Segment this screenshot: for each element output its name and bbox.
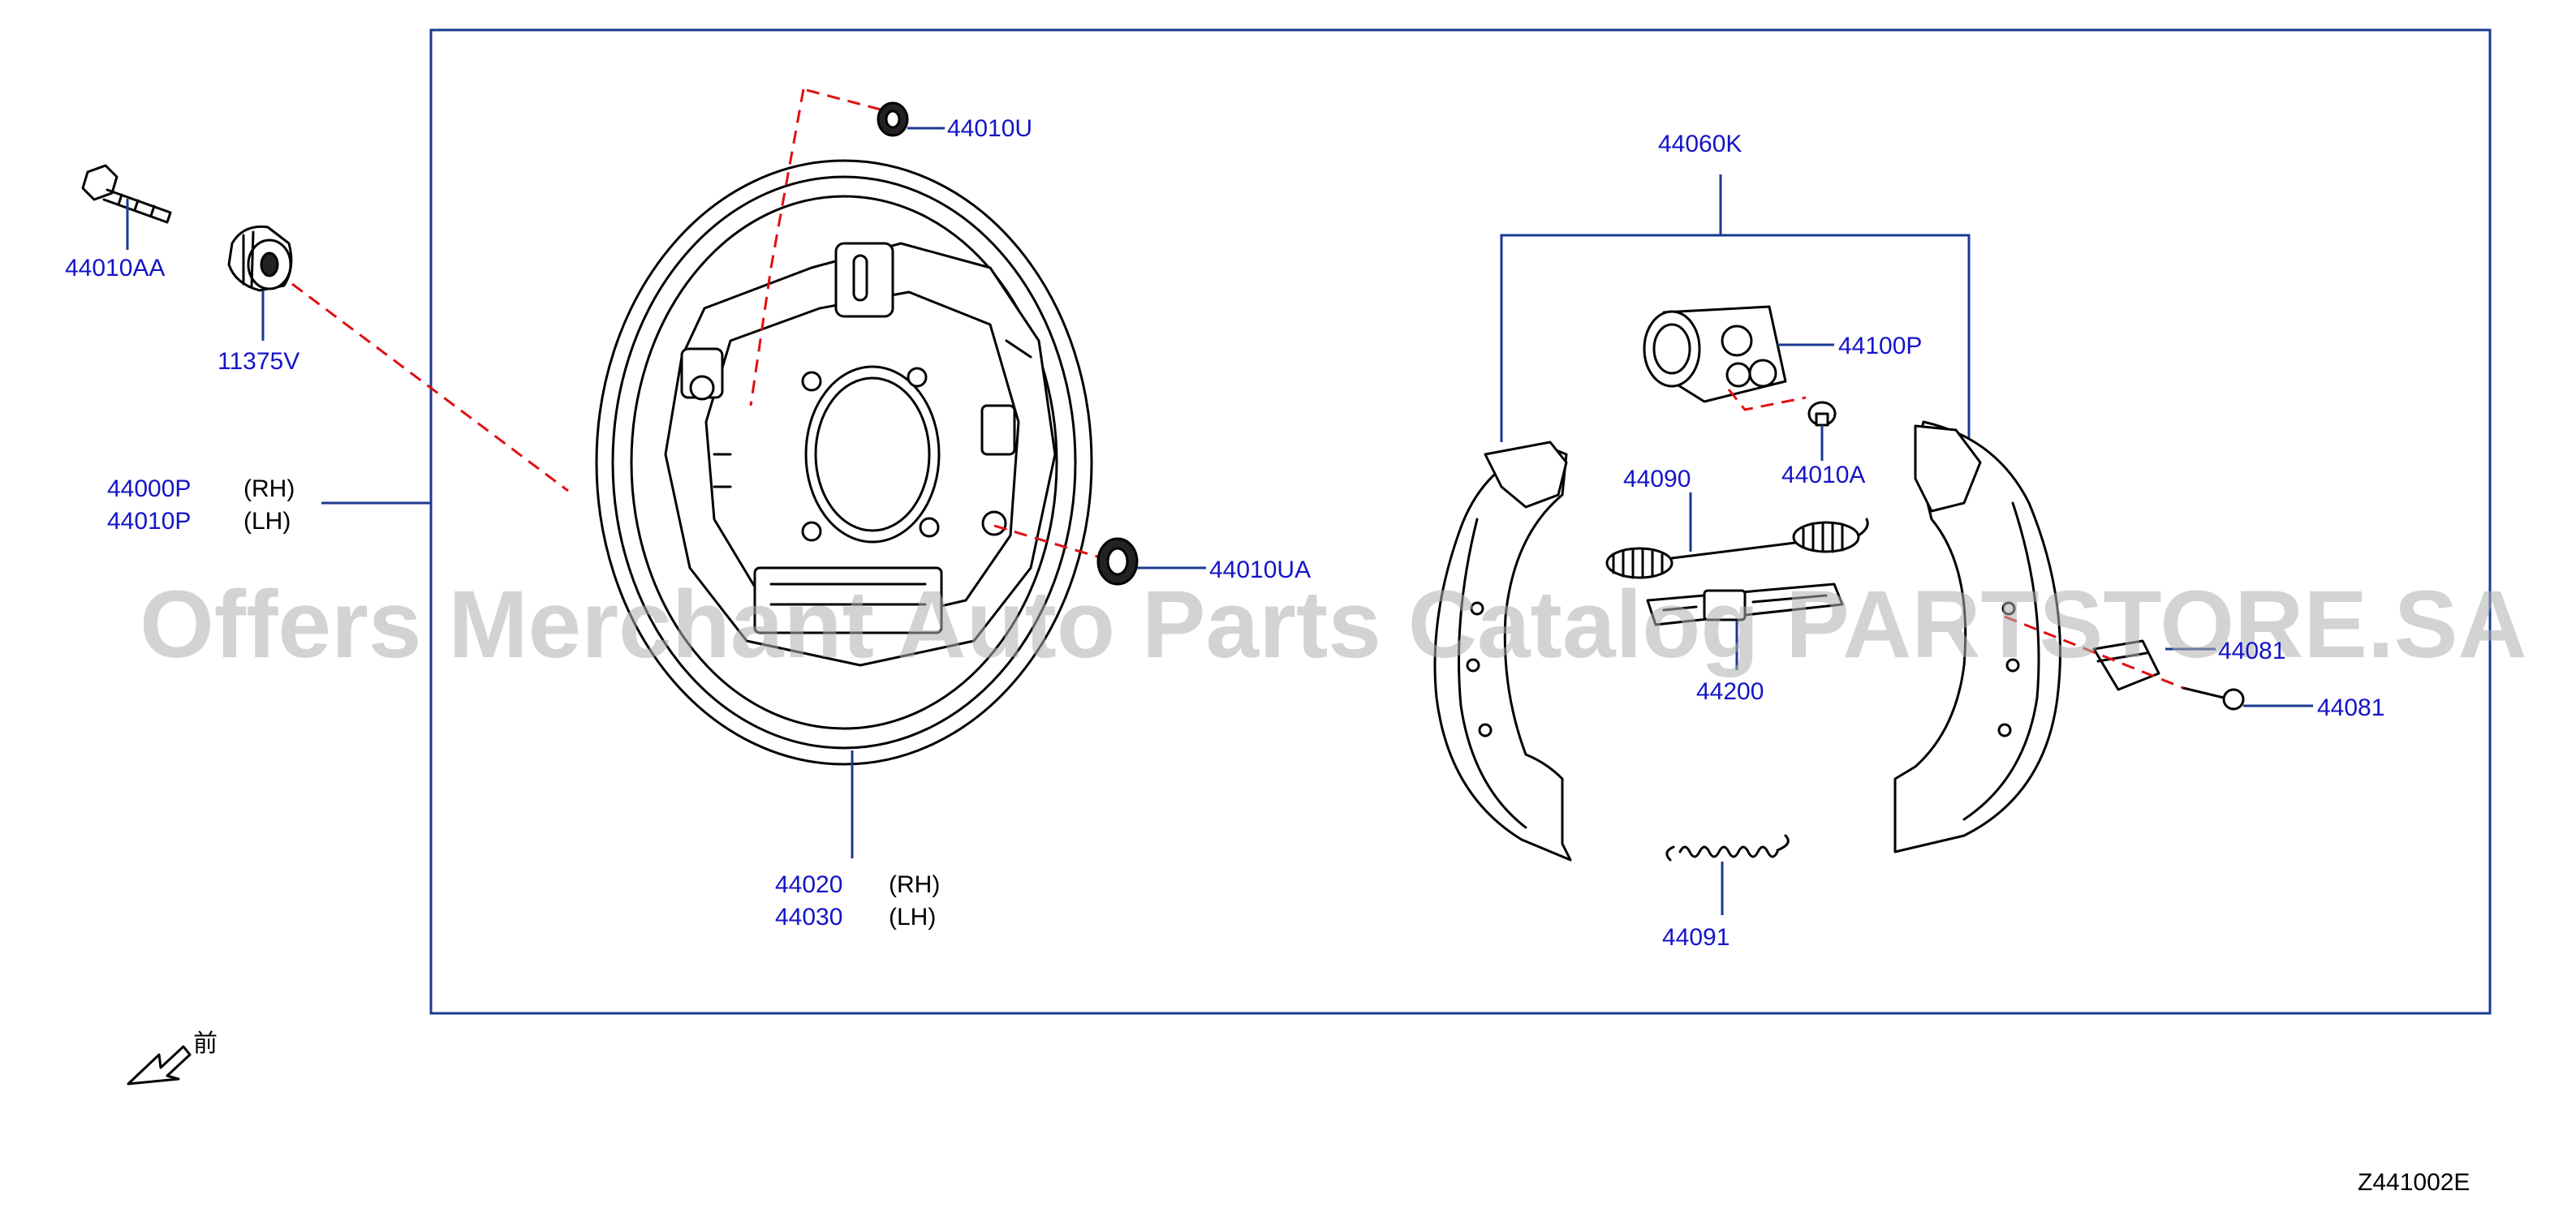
part-number-44030[interactable]: 44030 (775, 904, 842, 931)
adjuster-44200-drawing (1646, 583, 1844, 626)
side-label-44010P: (LH) (243, 508, 291, 535)
assembly-frame (429, 28, 2492, 1015)
part-number-44010AA[interactable]: 44010AA (65, 255, 165, 282)
part-number-44020[interactable]: 44020 (775, 871, 842, 898)
brake-shoe-left-drawing (1433, 441, 1572, 862)
backing-plate-drawing (595, 159, 1093, 766)
side-label-44020: (RH) (889, 871, 940, 898)
bushing-11375V-drawing (227, 225, 293, 292)
watermark: Offers Merchant Auto Parts Catalog PARTS… (140, 571, 2527, 678)
bolt-44010AA-drawing (81, 164, 172, 224)
part-number-44200[interactable]: 44200 (1696, 678, 1764, 705)
front-label: 前 (193, 1030, 218, 1057)
dash-44010U (803, 88, 881, 111)
bracket-44060K (1500, 174, 1971, 442)
seal-44010UA-drawing (1096, 537, 1139, 586)
part-number-44010A[interactable]: 44010A (1781, 462, 1865, 488)
spring-44090-drawing (1605, 518, 1869, 579)
wheel-cylinder-44100P-drawing (1643, 305, 1787, 403)
part-number-44010U[interactable]: 44010U (947, 115, 1032, 142)
brake-shoe-right-drawing (1893, 420, 2061, 853)
bleeder-44010A-drawing (1807, 401, 1837, 427)
part-number-44010UA[interactable]: 44010UA (1209, 557, 1311, 583)
nut-44010U-drawing (877, 101, 909, 137)
dash-11375V (291, 282, 569, 492)
dash-44010U-2 (749, 88, 805, 406)
diagram-id: Z441002E (2358, 1169, 2470, 1196)
part-number-44081[interactable]: 44081 (2317, 694, 2384, 721)
part-number-11375V[interactable]: 11375V (218, 348, 299, 375)
front-arrow-icon (127, 1045, 192, 1085)
dash-44081 (2004, 615, 2184, 690)
part-number-44000P[interactable]: 44000P (107, 475, 191, 502)
part-number-44060K[interactable]: 44060K (1658, 131, 1742, 157)
part-number-44081-partial[interactable]: 44081 (2218, 638, 2285, 664)
spring-44091-drawing (1665, 834, 1790, 862)
part-number-44010P[interactable]: 44010P (107, 508, 191, 535)
side-label-44030: (LH) (889, 904, 936, 931)
dash-44100P (1727, 389, 1807, 411)
part-number-44100P[interactable]: 44100P (1838, 333, 1922, 359)
part-number-44091[interactable]: 44091 (1662, 924, 1730, 951)
part-number-44090[interactable]: 44090 (1623, 466, 1691, 492)
side-label-44000P: (RH) (243, 475, 295, 502)
